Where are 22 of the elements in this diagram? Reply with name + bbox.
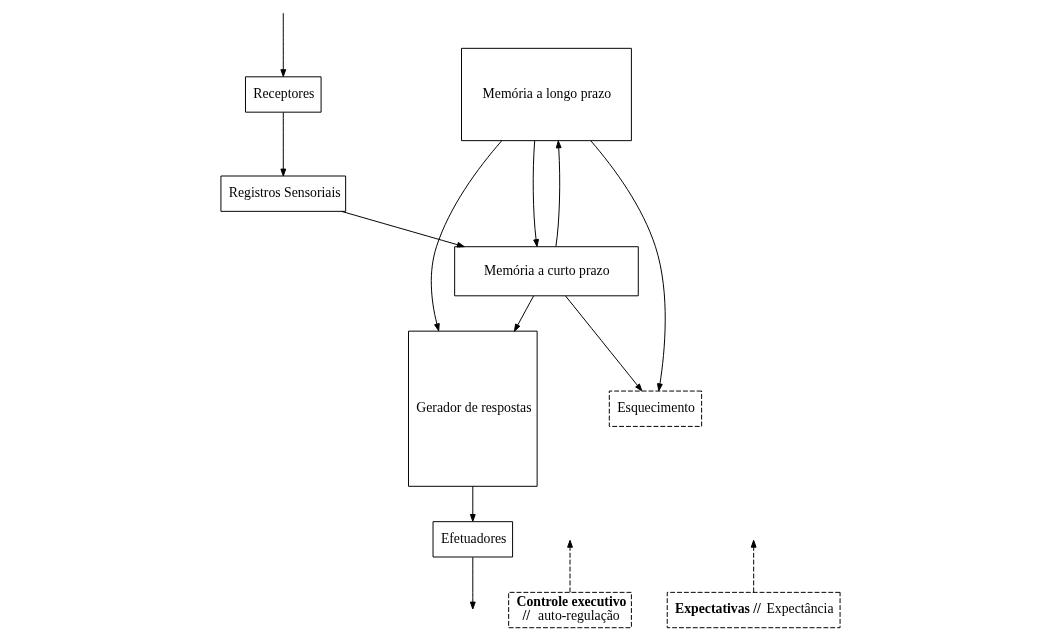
arrow [430, 140, 502, 332]
arrow [340, 210, 465, 248]
arrow [279, 12, 286, 77]
node-box: Efetuadores [432, 521, 513, 558]
arrow [469, 485, 476, 522]
node-box: Gerador de respostas [407, 330, 538, 487]
arrow [750, 539, 757, 593]
node-box: Memória a curto prazo [453, 246, 639, 297]
node-box: Esquecimento [608, 390, 702, 427]
arrow [279, 111, 286, 177]
arrow [469, 556, 476, 610]
arrow [566, 539, 573, 593]
node-box: Memória a longo prazo [460, 47, 632, 142]
node-box: Receptores [244, 76, 322, 113]
arrow [589, 140, 666, 392]
arrow [532, 140, 539, 247]
arrow [513, 295, 534, 332]
arrow [564, 295, 642, 392]
node-box: Registros Sensoriais [219, 175, 346, 212]
arrow [554, 140, 562, 247]
node-box: Controle executivo // auto-regulação [507, 591, 632, 629]
node-box: Expectativas // Expectância [666, 591, 841, 629]
